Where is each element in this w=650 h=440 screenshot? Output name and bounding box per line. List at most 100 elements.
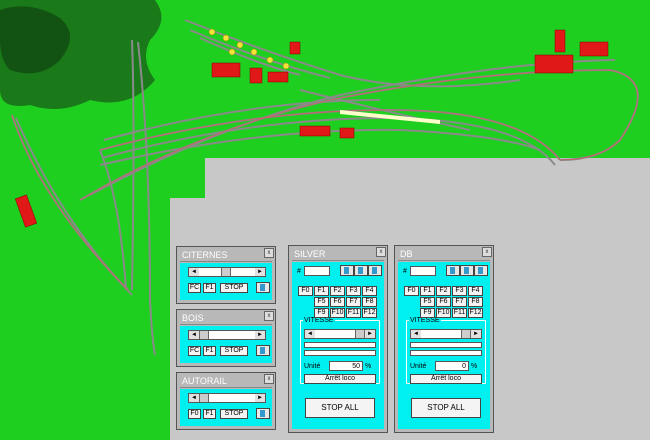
left-arrow-icon[interactable]: ◄ xyxy=(189,268,199,276)
address-prefix: # xyxy=(297,268,301,275)
direction-toggle[interactable] xyxy=(256,408,270,419)
speed-slider[interactable]: ◄ ► xyxy=(410,329,482,339)
function-key-f7[interactable]: F7 xyxy=(452,297,467,307)
close-button[interactable]: x xyxy=(376,247,386,257)
close-button[interactable]: x xyxy=(482,247,492,257)
speed-slider[interactable]: ◄ ► xyxy=(188,393,266,403)
panel-title: AUTORAIL xyxy=(180,375,272,388)
vitesse-group: VITESSE ◄ ► Unité 0 % Arrêt loco xyxy=(406,316,486,384)
address-input[interactable] xyxy=(410,266,436,276)
stop-button[interactable]: STOP xyxy=(220,346,248,356)
track-highlights xyxy=(11,69,639,291)
platform xyxy=(340,110,440,124)
mode-toggle-1[interactable] xyxy=(446,265,460,276)
stop-all-button[interactable]: STOP ALL xyxy=(305,398,375,418)
unit-input[interactable]: 50 xyxy=(329,361,363,371)
right-arrow-icon[interactable]: ► xyxy=(365,330,375,338)
percent-label: % xyxy=(471,363,478,370)
stop-all-button[interactable]: STOP ALL xyxy=(411,398,481,418)
unit-input[interactable]: 0 xyxy=(435,361,469,371)
speed-bar-2 xyxy=(304,350,376,356)
function-key-f9[interactable]: F9 xyxy=(420,308,435,318)
function-key-f12[interactable]: F12 xyxy=(468,308,483,318)
function-key-f11[interactable]: F11 xyxy=(452,308,467,318)
f1-button[interactable]: F1 xyxy=(203,283,216,293)
emergency-stop-button[interactable]: Arrêt loco xyxy=(304,374,376,384)
function-key-f10[interactable]: F10 xyxy=(330,308,345,318)
percent-label: % xyxy=(365,363,372,370)
fc-button[interactable]: FC xyxy=(188,346,201,356)
function-key-f0[interactable]: F0 xyxy=(298,286,313,296)
direction-toggle[interactable] xyxy=(256,345,270,356)
right-arrow-icon[interactable]: ► xyxy=(255,394,265,402)
close-button[interactable]: x xyxy=(264,248,274,258)
close-button[interactable]: x xyxy=(264,311,274,321)
function-key-f12[interactable]: F12 xyxy=(362,308,377,318)
unit-label: Unité xyxy=(410,363,427,370)
function-key-f0[interactable]: F0 xyxy=(404,286,419,296)
panel-title: CITERNES xyxy=(180,249,272,262)
function-key-f3[interactable]: F3 xyxy=(346,286,361,296)
left-arrow-icon[interactable]: ◄ xyxy=(189,331,199,339)
direction-toggle[interactable] xyxy=(256,282,270,293)
function-key-f9[interactable]: F9 xyxy=(314,308,329,318)
function-key-f2[interactable]: F2 xyxy=(330,286,345,296)
function-key-f8[interactable]: F8 xyxy=(362,297,377,307)
function-key-f1[interactable]: F1 xyxy=(420,286,435,296)
bois-throttle-panel: BOIS x ◄ ► FC F1 STOP xyxy=(176,309,276,367)
function-key-f7[interactable]: F7 xyxy=(346,297,361,307)
slider-thumb[interactable] xyxy=(199,394,209,402)
f0-button[interactable]: F0 xyxy=(188,409,201,419)
slider-thumb[interactable] xyxy=(199,331,209,339)
right-arrow-icon[interactable]: ► xyxy=(255,331,265,339)
close-button[interactable]: x xyxy=(264,374,274,384)
signals xyxy=(208,28,290,70)
mode-toggle-1[interactable] xyxy=(340,265,354,276)
function-key-f8[interactable]: F8 xyxy=(468,297,483,307)
panel-body: # VITESSE ◄ ► Unité 0 % Arrêt loco STOP … xyxy=(398,262,490,429)
mode-toggle-2[interactable] xyxy=(354,265,368,276)
vitesse-group: VITESSE ◄ ► Unité 50 % Arrêt loco xyxy=(300,316,380,384)
panel-title: BOIS xyxy=(180,312,272,325)
silver-throttle-panel: SILVER x # VITESSE ◄ ► Unité 50 % Arrêt … xyxy=(288,245,388,433)
f1-button[interactable]: F1 xyxy=(203,409,216,419)
speed-slider[interactable]: ◄ ► xyxy=(188,267,266,277)
slider-thumb[interactable] xyxy=(355,330,365,338)
panel-body: ◄ ► FC F1 STOP xyxy=(180,263,272,300)
slider-thumb[interactable] xyxy=(220,268,231,276)
function-key-f5[interactable]: F5 xyxy=(420,297,435,307)
mode-toggle-3[interactable] xyxy=(474,265,488,276)
panel-title: SILVER xyxy=(292,248,384,261)
stop-button[interactable]: STOP xyxy=(220,409,248,419)
function-key-f10[interactable]: F10 xyxy=(436,308,451,318)
function-key-f4[interactable]: F4 xyxy=(468,286,483,296)
mode-toggle-3[interactable] xyxy=(368,265,382,276)
function-key-f3[interactable]: F3 xyxy=(452,286,467,296)
function-key-f6[interactable]: F6 xyxy=(330,297,345,307)
speed-slider[interactable]: ◄ ► xyxy=(304,329,376,339)
function-key-f4[interactable]: F4 xyxy=(362,286,377,296)
function-key-f6[interactable]: F6 xyxy=(436,297,451,307)
slider-thumb[interactable] xyxy=(461,330,471,338)
f1-button[interactable]: F1 xyxy=(203,346,216,356)
right-arrow-icon[interactable]: ► xyxy=(255,268,265,276)
function-key-f5[interactable]: F5 xyxy=(314,297,329,307)
right-arrow-icon[interactable]: ► xyxy=(471,330,481,338)
stop-button[interactable]: STOP xyxy=(220,283,248,293)
fc-button[interactable]: FC xyxy=(188,283,201,293)
citernes-throttle-panel: CITERNES x ◄ ► FC F1 STOP xyxy=(176,246,276,304)
db-throttle-panel: DB x # VITESSE ◄ ► Unité 0 % Arrêt loco … xyxy=(394,245,494,433)
speed-slider[interactable]: ◄ ► xyxy=(188,330,266,340)
address-input[interactable] xyxy=(304,266,330,276)
function-key-f11[interactable]: F11 xyxy=(346,308,361,318)
left-arrow-icon[interactable]: ◄ xyxy=(305,330,315,338)
mode-toggle-2[interactable] xyxy=(460,265,474,276)
emergency-stop-button[interactable]: Arrêt loco xyxy=(410,374,482,384)
speed-bar-1 xyxy=(410,342,482,348)
tree-dark xyxy=(0,6,70,74)
panel-body: ◄ ► F0 F1 STOP xyxy=(180,389,272,426)
left-arrow-icon[interactable]: ◄ xyxy=(411,330,421,338)
left-arrow-icon[interactable]: ◄ xyxy=(189,394,199,402)
function-key-f2[interactable]: F2 xyxy=(436,286,451,296)
function-key-f1[interactable]: F1 xyxy=(314,286,329,296)
